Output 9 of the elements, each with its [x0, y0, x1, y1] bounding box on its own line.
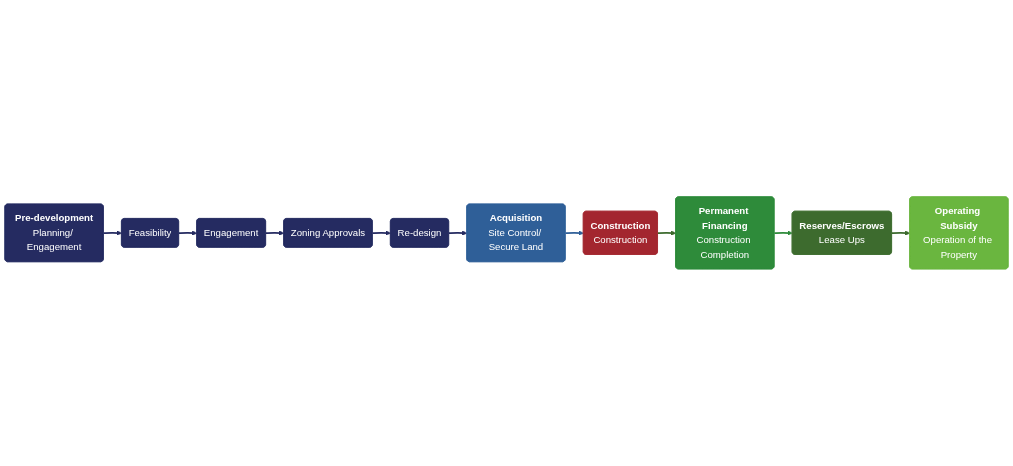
arrow [564, 230, 584, 236]
arrow [265, 230, 285, 236]
arrow [178, 230, 198, 236]
arrow [656, 230, 677, 236]
arrow [371, 230, 391, 236]
arrow [773, 230, 793, 236]
arrow [102, 230, 122, 236]
arrow [890, 230, 911, 236]
arrow [448, 230, 468, 236]
